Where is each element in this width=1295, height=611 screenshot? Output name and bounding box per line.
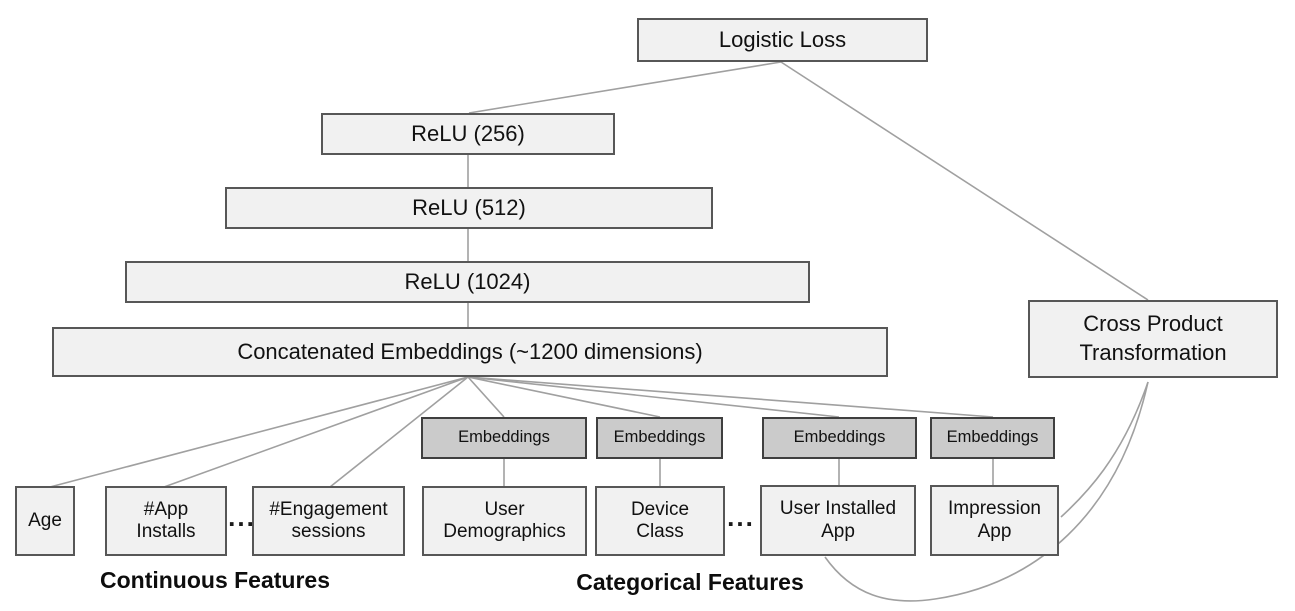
node-feature-engagement-sessions: #Engagement sessions: [252, 486, 405, 556]
node-feature-age: Age: [15, 486, 75, 556]
label-categorical-features: Categorical Features: [576, 569, 804, 595]
node-relu-256: ReLU (256): [321, 113, 615, 155]
ellipsis-continuous-features: ...: [228, 502, 256, 532]
node-cross-product-transformation: Cross Product Transformation: [1028, 300, 1278, 378]
node-feature-app-installs: #App Installs: [105, 486, 227, 556]
node-feature-impression-app: Impression App: [930, 485, 1059, 556]
node-feature-device-class: Device Class: [595, 486, 725, 556]
label-continuous-features: Continuous Features: [99, 567, 330, 593]
node-embeddings-device-class: Embeddings: [596, 417, 723, 459]
edge-concat-to-embeddings-1: [467, 376, 505, 418]
edge-concat-to-embeddings-4: [467, 376, 994, 418]
node-concatenated-embeddings: Concatenated Embeddings (~1200 dimension…: [52, 327, 888, 377]
node-relu-512: ReLU (512): [225, 187, 713, 229]
node-feature-user-demographics: User Demographics: [422, 486, 587, 556]
node-feature-user-installed-app: User Installed App: [760, 485, 916, 556]
edge-concat-to-embeddings-2: [467, 376, 661, 418]
ellipsis-categorical-features: ...: [727, 502, 755, 532]
edge-loss-to-cross-product: [780, 61, 1149, 301]
node-relu-1024: ReLU (1024): [125, 261, 810, 303]
edge-loss-to-relu256: [468, 61, 782, 114]
node-embeddings-impression-app: Embeddings: [930, 417, 1055, 459]
edge-concat-to-age: [49, 376, 469, 488]
edge-concat-to-embeddings-3: [467, 376, 840, 418]
edge-user-installed-app-to-cross-product-curve: [824, 381, 1149, 602]
edge-concat-to-engagement: [329, 376, 469, 488]
edge-impression-app-to-cross-product-curve: [1060, 381, 1149, 518]
node-embeddings-user-installed-app: Embeddings: [762, 417, 917, 459]
node-logistic-loss: Logistic Loss: [637, 18, 928, 62]
node-embeddings-user-demographics: Embeddings: [421, 417, 587, 459]
edge-concat-to-app-installs: [163, 376, 469, 488]
